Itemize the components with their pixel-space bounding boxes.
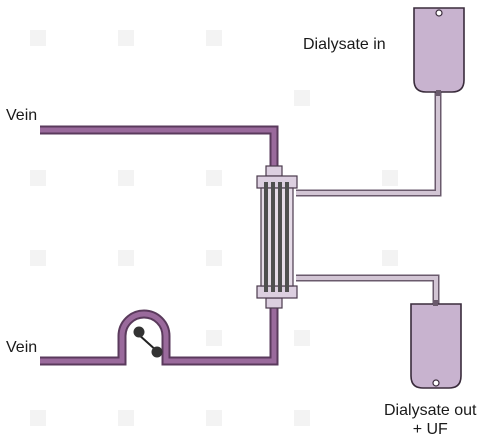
- roller-pump: [133, 326, 163, 358]
- blood-line-in: [40, 125, 279, 166]
- dialysate-out-label: Dialysate out + UF: [384, 401, 477, 439]
- dialysate-out-bag: [410, 300, 462, 389]
- dialysate-out-label-line1: Dialysate out: [384, 402, 477, 419]
- dialysate-in-bag: [413, 7, 465, 96]
- dialyzer: [256, 165, 298, 309]
- dialysate-out-line: [296, 274, 440, 304]
- background-grid: [30, 30, 398, 426]
- dialysate-in-label: Dialysate in: [303, 36, 386, 53]
- dialysate-out-label-line2: + UF: [412, 421, 448, 438]
- vein-in-label: Vein: [6, 107, 38, 124]
- dialyzer-fibers: [264, 182, 289, 292]
- dialysate-in-line: [296, 92, 442, 197]
- vein-out-label: Vein: [6, 339, 38, 356]
